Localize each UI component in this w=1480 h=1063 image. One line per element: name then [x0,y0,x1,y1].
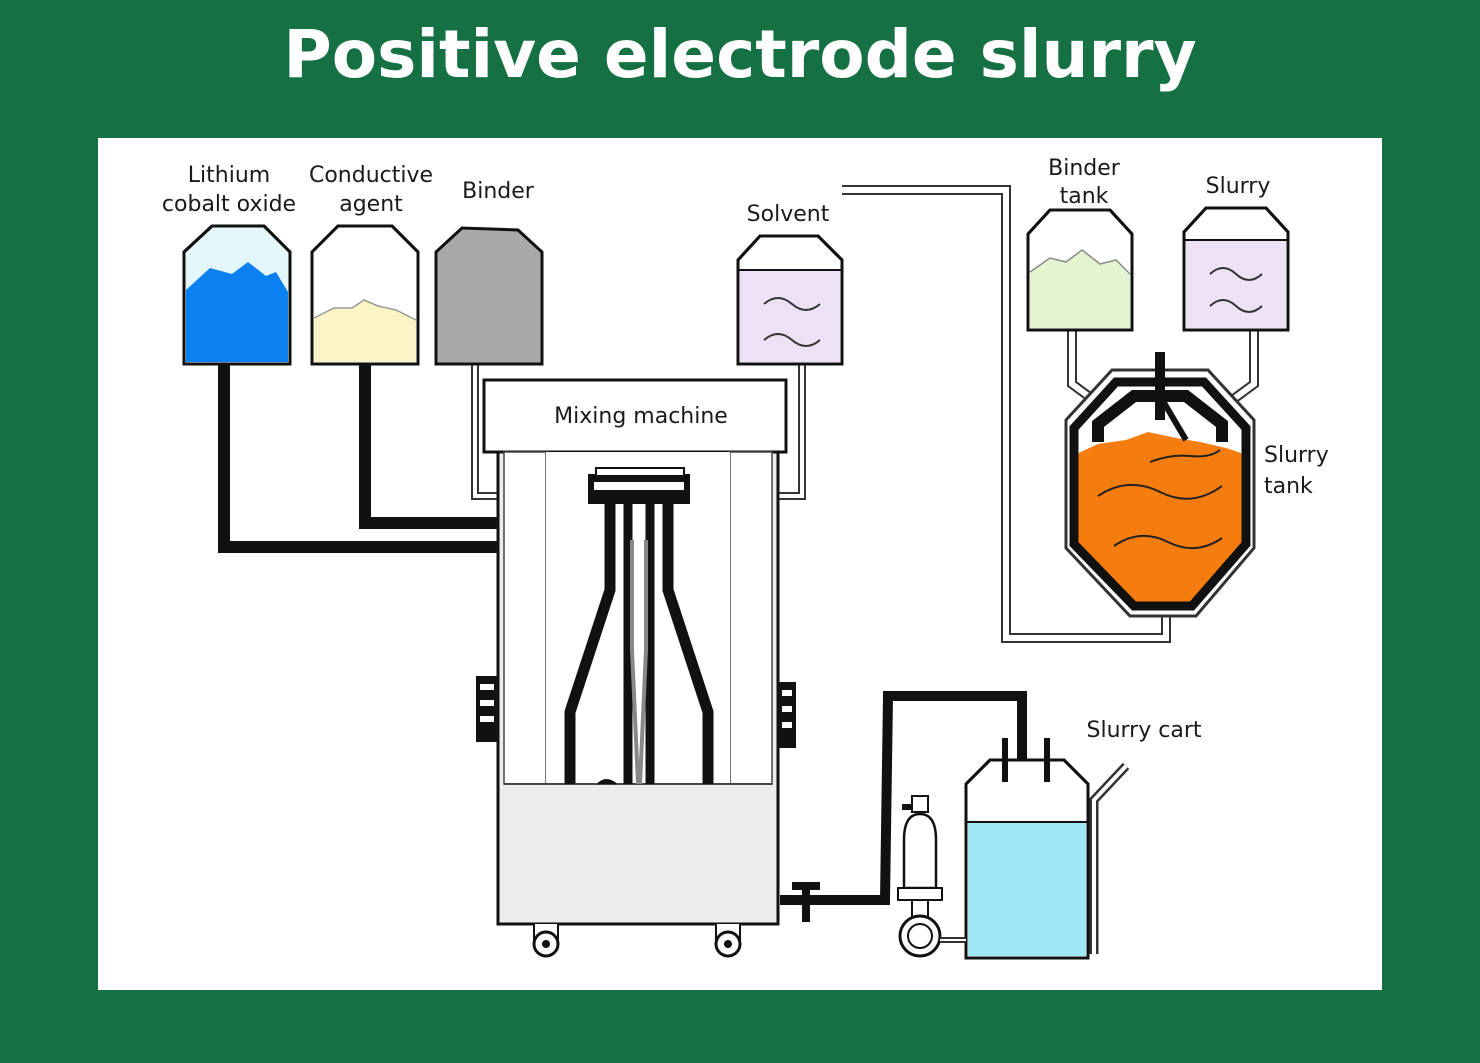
slurry-tank [1064,352,1256,618]
slurry-tank-label-line2: tank [1264,474,1313,499]
mixer-wheel-left [532,924,560,958]
conductive-agent-hopper [310,224,420,366]
slurry-tank-label-line1: Slurry [1264,443,1329,468]
mixing-machine-label: Mixing machine [554,404,728,429]
slurry-storage-tank [1182,206,1290,332]
lithium-feed-pipe [218,362,498,553]
mixing-machine [476,378,820,958]
slurry-label: Slurry [1206,174,1271,199]
slurry-outlet-pipe [780,691,1027,905]
lithium-label-line2: cobalt oxide [162,192,296,217]
solvent-label: Solvent [747,202,830,227]
binder-tank-label-line1: Binder [1048,156,1121,181]
solvent-tank [736,234,844,366]
conductive-label-line1: Conductive [309,163,433,188]
conductive-feed-pipe [359,362,498,529]
binder-hopper [434,226,544,366]
conductive-label-line2: agent [339,192,403,217]
slurry-cart [897,738,1130,960]
lithium-cobalt-oxide-hopper [182,224,292,366]
diagram-title: Positive electrode slurry [283,16,1197,93]
lithium-label-line1: Lithium [188,163,270,188]
mixer-wheel-right [714,924,742,958]
binder-tank-label-line2: tank [1060,184,1109,209]
binder-label: Binder [462,179,535,204]
binder-tank [1026,208,1134,332]
slurry-cart-label: Slurry cart [1087,718,1202,743]
